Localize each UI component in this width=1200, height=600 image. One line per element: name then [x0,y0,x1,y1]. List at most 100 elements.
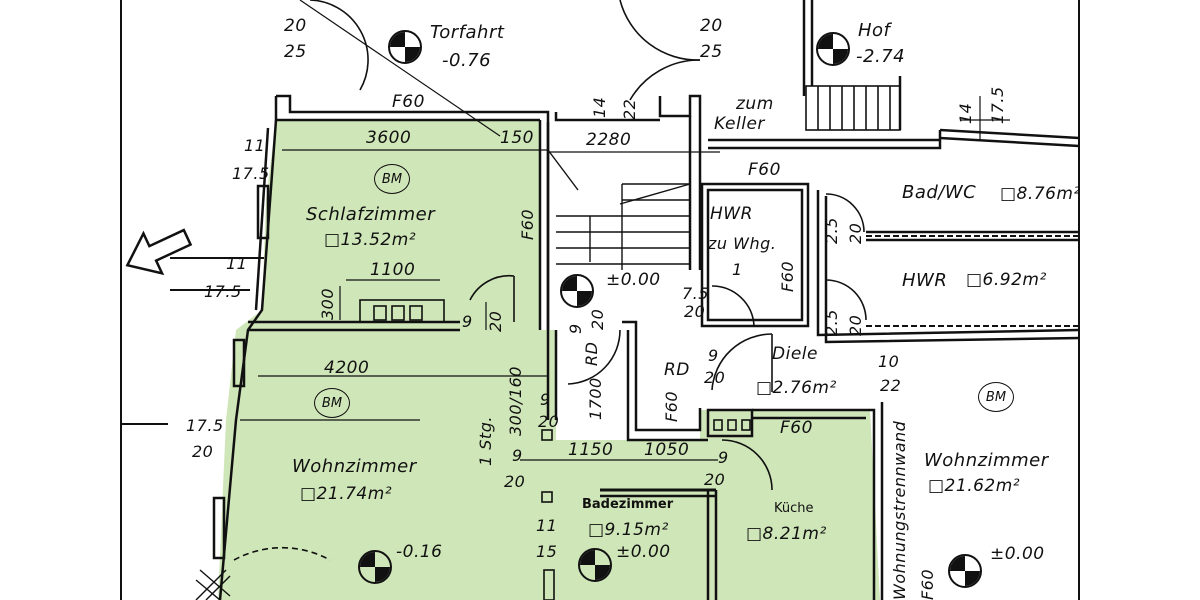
wohn-bm-tag: BM [314,388,350,418]
dim-20-g: 20 [504,472,526,491]
wohnungstrennwand-label: Wohnungstrennwand [890,420,909,600]
dim-1-stg: 1 Stg. [476,416,495,466]
dim-20-k: 20 [846,222,865,244]
wohn-right-level: ±0.00 [990,544,1045,564]
staircase [547,149,691,270]
schlafzimmer-area: □13.52m² [324,230,417,250]
f60-schlaf: F60 [518,208,537,240]
rd-label-2: RD [664,360,690,380]
dim-20-l: 20 [846,314,865,336]
window-sill-left-2 [232,338,246,388]
dim-14: 14 [590,96,609,118]
column [706,408,754,438]
dim-9-e: 9 [708,346,719,365]
diele-name: Diele [772,344,818,364]
dimension-lines [120,0,1010,461]
wohnzimmer-right-area: □21.62m² [928,476,1021,496]
wohnzimmer-area: □21.74m² [300,484,393,504]
dim-11-c: 11 [536,516,558,535]
walls [212,0,1080,600]
dim-20-c: 20 [486,310,505,332]
f60-vert: F60 [662,390,681,422]
wall-right-bath [816,190,1080,337]
wall-right-bath-inner [824,196,1080,344]
dim-300-160: 300/160 [506,366,525,436]
keller-line2: Keller [714,114,765,134]
wohn-level: -0.16 [396,542,443,562]
wohnzimmer-right-name: Wohnzimmer [924,450,1049,471]
wall-right-top [939,128,1080,140]
hwr-whg-room [700,182,810,328]
wall-hall-core2 [626,330,708,442]
dim-25-b: 25 [700,42,723,62]
dim-17-5-a: 17.5 [232,164,270,183]
f60-hwr: F60 [778,260,797,292]
dim-22: 22 [620,98,639,120]
dim-22-b: 22 [880,376,902,395]
wall-core-top3 [708,130,942,150]
bath-level-icon [578,548,612,582]
dim-10: 10 [878,352,900,371]
dim-9-f: 9 [718,448,729,467]
dim-150: 150 [500,128,534,148]
dim-20-a: 20 [284,16,307,36]
badezimmer-area: □9.15m² [588,520,669,540]
wohn-right-level-icon [948,554,982,588]
dim-17-5-b: 17.5 [204,282,242,301]
dim-14b: 14 [956,102,975,124]
dim-20-h: 20 [704,368,726,387]
f60-diele: F60 [748,160,781,180]
wall-right-top2 [939,136,1080,148]
badezimmer-name: Badezimmer [582,497,674,512]
dim-2-5-b: 2.5 [822,309,841,336]
dim-9-c: 9 [540,390,551,409]
wall-core-top [658,94,702,270]
hwr-whg-room-inner [706,188,804,322]
dim-15: 15 [536,542,558,561]
f60-kitchen: F60 [780,418,813,438]
green-left-units [218,120,556,600]
wall-top-left [276,94,550,122]
dim-9-a: 9 [462,312,473,331]
stair-level: ±0.00 [606,270,661,290]
wohnzimmer-name: Wohnzimmer [292,456,417,477]
outside-stair [805,85,901,131]
dim-11-b: 11 [226,254,248,273]
f60-top: F60 [392,92,425,112]
hof-level-icon [816,32,850,66]
keller-line1: zum [736,94,774,114]
wohn-right-bm-tag: BM [978,382,1014,412]
dim-17-5-c: 17.5 [186,416,224,435]
dim-7-5: 7.5 [682,284,709,303]
hwr-whg-line1: HWR [710,204,753,224]
wall-hall-core [622,320,702,432]
room-fills [218,120,880,600]
door-swings [233,0,867,561]
window-sill-left-3 [212,496,226,560]
bad-wc-name: Bad/WC [902,182,977,203]
wall-stair-top [554,112,660,122]
dim-300: 300 [318,287,337,320]
dim-9-d: 9 [512,446,523,465]
dim-1700: 1700 [586,377,605,420]
green-bath-kitchen [556,410,880,600]
torfahrt-label: Torfahrt [430,22,505,43]
schlafzimmer-name: Schlafzimmer [306,204,436,225]
dim-2280: 2280 [586,130,632,150]
schlaf-bm-tag: BM [374,164,410,194]
hwr-whg-line3: 1 [732,260,743,279]
torfahrt-level: -0.76 [442,50,492,71]
corner-hatch [195,569,231,600]
direction-arrow [125,228,193,276]
diele-area: □2.76m² [756,378,837,398]
wall-kitchen-top [752,408,876,600]
stair-level-icon [560,274,594,308]
dim-3600: 3600 [366,128,412,148]
dim-11-a: 11 [244,136,266,155]
dim-4200: 4200 [324,358,370,378]
rd-label-1: RD [582,341,601,366]
window-sill-left-1 [256,184,270,240]
hof-label: Hof [858,20,891,41]
dim-1050: 1050 [644,440,690,460]
